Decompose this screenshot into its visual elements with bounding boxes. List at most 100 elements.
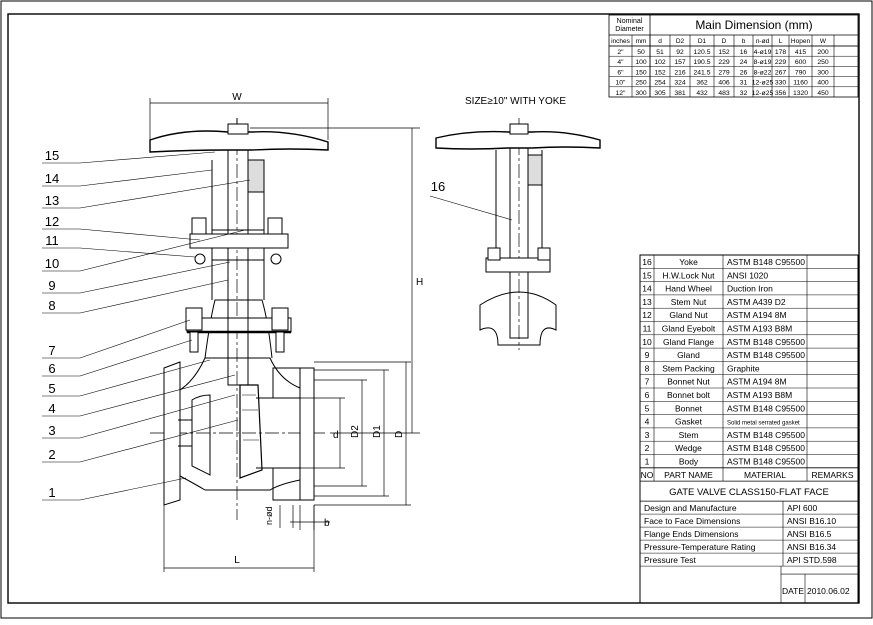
- dim-cell: 12-ø25: [752, 80, 774, 87]
- parts-header-remarks: REMARKS: [811, 470, 853, 480]
- dim-cell: 381: [674, 90, 686, 97]
- dim-cell: 254: [654, 80, 666, 87]
- callout-10: 10: [45, 256, 59, 271]
- dim-label-d2: D2: [350, 425, 361, 438]
- part-material: ASTM B148 C95500: [727, 337, 805, 347]
- callout-6: 6: [48, 361, 55, 376]
- dim-label-h: H: [416, 277, 423, 288]
- part-name: Gland Eyebolt: [662, 324, 716, 334]
- inner-border: [7, 13, 860, 604]
- dim-cell: 415: [795, 49, 807, 56]
- part-name: Wedge: [675, 443, 702, 453]
- part-no: 6: [645, 390, 650, 400]
- standard-value: API 600: [787, 503, 818, 513]
- part-material: ASTM B148 C95500: [727, 443, 805, 453]
- callout-16: 16: [431, 179, 445, 194]
- dim-cell: 12-ø25: [752, 90, 774, 97]
- standard-value: ANSI B16.10: [787, 516, 836, 526]
- part-name: Gland: [677, 350, 700, 360]
- dim-cell: 400: [817, 80, 829, 87]
- part-no: 15: [642, 270, 652, 280]
- part-material: ANSI 1020: [727, 270, 768, 280]
- dim-label-w: W: [232, 92, 242, 103]
- dim-cell: 50: [637, 49, 645, 56]
- part-name: H.W.Lock Nut: [663, 270, 716, 280]
- callout-11: 11: [45, 233, 59, 248]
- dim-cell: 330: [775, 80, 787, 87]
- dim-cell: 1160: [793, 80, 808, 87]
- dim-cell: 152: [654, 69, 666, 76]
- dim-cell: 100: [635, 59, 647, 66]
- part-name: Gland Nut: [669, 310, 708, 320]
- standard-label: Pressure Test: [644, 555, 696, 565]
- part-no: 11: [643, 324, 652, 334]
- part-no: 1: [645, 457, 650, 467]
- dim-cell: 483: [718, 90, 730, 97]
- part-material: Duction Iron: [727, 284, 773, 294]
- dim-col-header: d: [658, 38, 662, 45]
- date-value: 2010.06.02: [807, 586, 850, 596]
- valve-section-view: [149, 118, 329, 520]
- dim-col-header: D2: [676, 38, 685, 45]
- part-no: 5: [645, 403, 650, 413]
- dim-cell: 31: [740, 80, 748, 87]
- callout-15: 15: [45, 148, 59, 163]
- dim-cell: 300: [635, 90, 647, 97]
- dim-cell: 1320: [793, 90, 808, 97]
- callout-8: 8: [48, 298, 55, 313]
- callout-5: 5: [48, 381, 55, 396]
- dim-cell: 200: [817, 49, 829, 56]
- callout-12: 12: [45, 214, 59, 229]
- callout-4: 4: [48, 401, 55, 416]
- nominal-header-line1: Nominal: [617, 18, 643, 25]
- callout-7: 7: [48, 343, 55, 358]
- dim-col-header: D: [722, 38, 727, 45]
- part-name: Stem Packing: [662, 363, 715, 373]
- yoke-detail-view: [435, 118, 601, 350]
- dim-cell: 250: [817, 59, 829, 66]
- dim-cell: 250: [635, 80, 647, 87]
- dim-cell: 157: [674, 59, 686, 66]
- main-dimension-title: Main Dimension (mm): [695, 18, 812, 32]
- dim-label-d-small: d: [333, 430, 339, 441]
- dim-col-header: W: [820, 38, 827, 45]
- dim-cell: 102: [654, 59, 666, 66]
- callout-14: 14: [45, 171, 59, 186]
- callout-2: 2: [48, 447, 55, 462]
- standard-value: API STD.598: [787, 555, 837, 565]
- part-no: 8: [645, 363, 650, 373]
- dim-cell: 8-ø22: [754, 69, 772, 76]
- dim-cell: 51: [656, 49, 664, 56]
- dim-cell: 2": [617, 49, 624, 56]
- part-material: Solid metal serrated gasket: [727, 421, 800, 427]
- part-name: Hand Wheel: [665, 284, 712, 294]
- dim-cell: 4": [617, 59, 624, 66]
- dim-cell: 229: [718, 59, 730, 66]
- dim-cell: 216: [674, 69, 686, 76]
- part-material: Graphite: [727, 363, 760, 373]
- dim-col-header: inches: [611, 38, 631, 45]
- dim-col-header: L: [779, 38, 783, 45]
- dim-cell: 406: [718, 80, 730, 87]
- part-no: 3: [645, 430, 650, 440]
- dim-cell: 4-ø19: [754, 49, 772, 56]
- part-material: ASTM B148 C95500: [727, 403, 805, 413]
- parts-header-no: NO: [641, 470, 654, 480]
- dim-cell: 229: [775, 59, 787, 66]
- part-name: Bonnet Nut: [667, 377, 710, 387]
- parts-header-material: MATERIAL: [744, 470, 786, 480]
- part-material: ASTM A439 D2: [727, 297, 786, 307]
- part-name: Gland Flange: [663, 337, 714, 347]
- dim-cell: 32: [740, 90, 748, 97]
- dim-cell: 432: [696, 90, 708, 97]
- dim-cell: 241.5: [693, 69, 710, 76]
- dim-cell: 362: [696, 80, 708, 87]
- part-no: 2: [645, 443, 650, 453]
- date-label: DATE: [782, 586, 804, 596]
- valve-title: GATE VALVE CLASS150-FLAT FACE: [669, 487, 829, 498]
- standard-label: Flange Ends Dimensions: [644, 529, 739, 539]
- dim-cell: 178: [775, 49, 787, 56]
- dim-cell: 790: [795, 69, 807, 76]
